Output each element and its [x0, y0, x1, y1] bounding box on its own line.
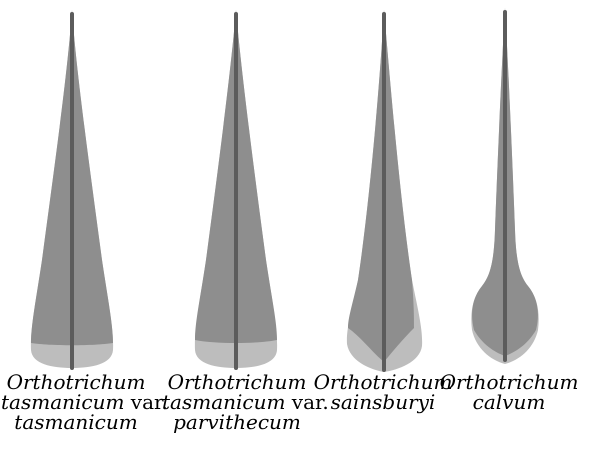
taxon-name: calvum	[473, 390, 546, 414]
taxon-name: parvithecum	[173, 410, 301, 434]
caption-line: calvum	[434, 392, 584, 412]
taxon-name: tasmanicum	[14, 410, 137, 434]
caption-line: Orthotrichum	[162, 372, 312, 392]
taxon-name: sainsburyi	[331, 390, 436, 414]
leaf-outline-tasmanicum	[31, 10, 113, 368]
caption-line: tasmanicum var.	[162, 392, 312, 412]
leaf-outline-parvithecum	[195, 10, 277, 368]
caption-line: Orthotrichum	[1, 372, 151, 392]
leaf-outlines	[0, 0, 595, 372]
caption-line: Orthotrichum	[434, 372, 584, 392]
leaf-outline-calvum	[471, 8, 538, 364]
caption-line: tasmanicum var.	[1, 392, 151, 412]
caption-line: tasmanicum	[1, 412, 151, 432]
leaf-outline-sainsburyi	[347, 10, 422, 372]
caption-line: parvithecum	[162, 412, 312, 432]
leaf-blade-upper	[348, 10, 414, 362]
